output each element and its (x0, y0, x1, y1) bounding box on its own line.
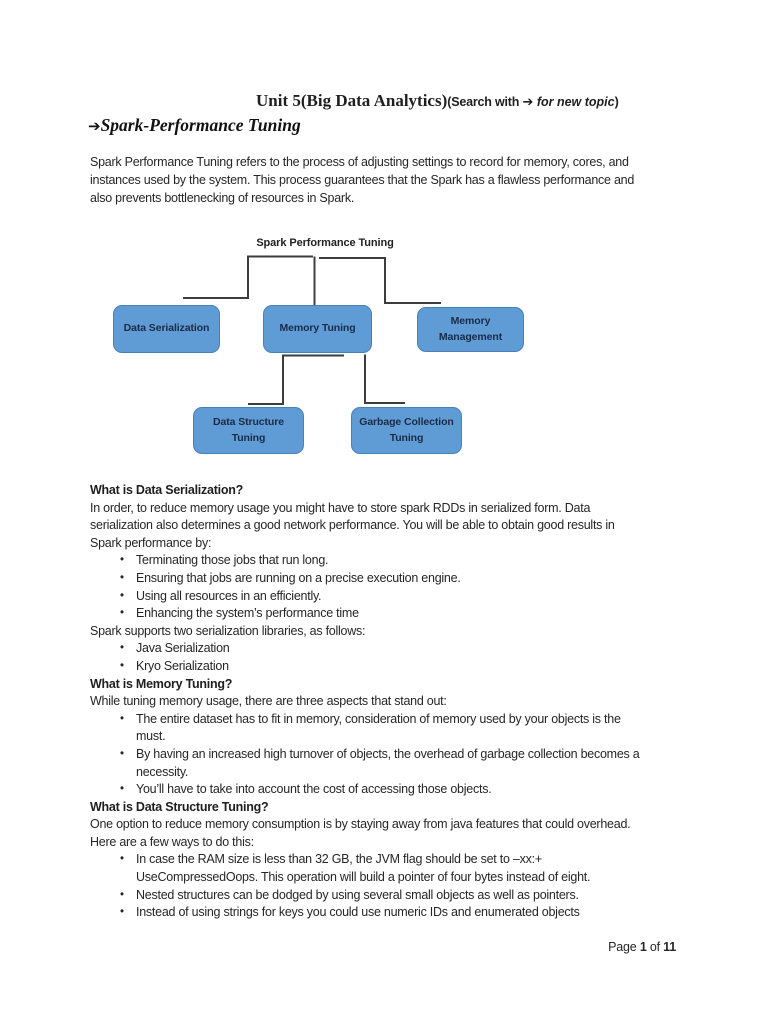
bullet-item: • By having an increased high turnover of… (90, 746, 694, 781)
box-label: Data Structure (213, 416, 284, 428)
bullet-marker: • (120, 712, 124, 725)
box-label: Tuning (231, 431, 266, 444)
bullet-item: • Nested structures can be dodged by usin… (90, 887, 694, 905)
bullet-item: • Terminating those jobs that run long. (90, 552, 694, 570)
box-label: Tuning (389, 431, 424, 444)
bullet-marker: • (120, 642, 124, 655)
page-heading-text: Spark-Performance Tuning (100, 115, 301, 135)
bullet-item: • Java Serialization (90, 640, 694, 658)
bullet-item: • Kryo Serialization (90, 658, 694, 676)
title-note-italic: for new topic (533, 95, 615, 109)
diagram-title: Spark Performance Tuning (256, 237, 394, 249)
bullet-item: • In case the RAM size is less than 32 GB… (90, 851, 694, 886)
bullet-item: • Using all resources in an efficiently. (90, 588, 694, 606)
arrow-icon: ➔ (88, 117, 101, 135)
paragraph: In order, to reduce memory usage you mig… (90, 500, 615, 550)
bullet-text: Java Serialization (136, 641, 230, 656)
bullet-item: • Instead of using strings for keys you c… (90, 904, 694, 922)
arrow-icon: ➔ (522, 95, 534, 110)
bullet-list: • Java Serialization • Kryo Serialization (90, 640, 694, 675)
bullet-text: Instead of using strings for keys you co… (136, 905, 580, 920)
bullet-marker: • (120, 853, 124, 866)
bullet-text: Using all resources in an efficiently. (136, 588, 322, 603)
bullet-item: • Enhancing the system’s performance time (90, 605, 694, 623)
bullet-text: The entire dataset has to fit in memory,… (136, 711, 621, 744)
spark-tuning-diagram: Spark Performance Tuning Data Serializat… (0, 236, 768, 462)
diagram-box-data-serialization: Data Serialization (113, 305, 220, 353)
bullet-marker: • (120, 747, 124, 760)
bullet-marker: • (120, 571, 124, 584)
body-text: What is Data Serialization? In order, to… (90, 482, 694, 922)
section-heading-data-serialization: What is Data Serialization? (90, 483, 244, 497)
title-note-open: (Search with (447, 95, 523, 109)
paragraph: Spark supports two serialization librari… (90, 623, 366, 638)
bullet-marker: • (120, 888, 124, 901)
box-label: Garbage Collection (359, 416, 454, 428)
bullet-item: • You’ll have to take into account the co… (90, 781, 694, 799)
bullet-marker: • (120, 607, 124, 620)
section-heading-memory-tuning: What is Memory Tuning? (90, 676, 233, 691)
bullet-marker: • (120, 589, 124, 602)
bullet-list: • In case the RAM size is less than 32 GB… (90, 851, 694, 921)
bullet-list: • The entire dataset has to fit in memory… (90, 711, 694, 799)
diagram-box-memory-tuning: Memory Tuning (263, 305, 372, 353)
box-label: Management (438, 330, 503, 343)
footer-label: Page (608, 940, 640, 954)
box-label: Memory Tuning (279, 322, 356, 335)
paragraph: One option to reduce memory consumption … (90, 817, 631, 849)
page-footer: Page 1 of 11 (608, 940, 676, 954)
title-main: Unit 5(Big Data Analytics) (256, 91, 448, 110)
box-label: Memory (450, 315, 491, 327)
bullet-text: In case the RAM size is less than 32 GB,… (136, 852, 591, 885)
bullet-item: • Ensuring that jobs are running on a pre… (90, 570, 694, 588)
footer-label: of (646, 940, 664, 954)
page-number: 1 (639, 940, 647, 954)
bullet-marker: • (120, 783, 124, 796)
box-label: Data Serialization (123, 322, 210, 335)
document-title: Unit 5(Big Data Analytics)(Search with ➔… (256, 91, 619, 111)
bullet-marker: • (120, 554, 124, 567)
intro-paragraph: Spark Performance Tuning refers to the p… (90, 155, 635, 206)
bullet-marker: • (120, 659, 124, 672)
paragraph: While tuning memory usage, there are thr… (90, 694, 447, 709)
bullet-item: • The entire dataset has to fit in memory… (90, 711, 694, 746)
bullet-marker: • (120, 906, 124, 919)
title-note-close: ) (614, 95, 619, 109)
connector-svg (183, 255, 441, 405)
page-heading: ➔Spark-Performance Tuning (88, 115, 301, 136)
section-heading-data-structure-tuning: What is Data Structure Tuning? (90, 799, 269, 814)
bullet-text: Kryo Serialization (136, 658, 229, 673)
bullet-text: Nested structures can be dodged by using… (136, 887, 579, 902)
bullet-text: You’ll have to take into account the cos… (136, 782, 492, 797)
bullet-text: By having an increased high turnover of … (136, 746, 640, 779)
bullet-text: Enhancing the system’s performance time (136, 606, 359, 621)
page-total: 11 (663, 940, 676, 954)
bullet-text: Ensuring that jobs are running on a prec… (136, 570, 461, 585)
bullet-list: • Terminating those jobs that run long. •… (90, 552, 694, 622)
bullet-text: Terminating those jobs that run long. (136, 553, 329, 568)
